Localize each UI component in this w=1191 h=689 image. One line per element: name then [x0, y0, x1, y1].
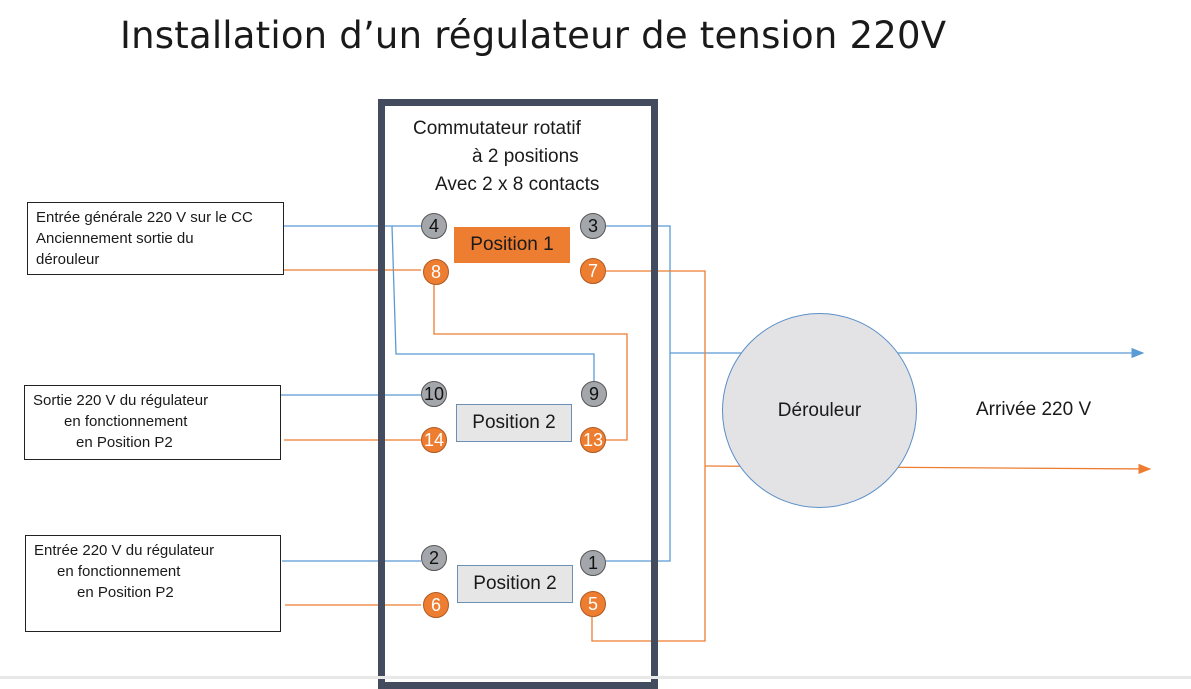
note-main-input: Entrée générale 220 V sur le CC Ancienne… — [27, 202, 284, 275]
wire-4-to-9 — [391, 225, 595, 381]
contact-5: 5 — [580, 591, 606, 617]
contact-3: 3 — [580, 213, 606, 239]
note-main-input-line: Anciennement sortie du — [36, 230, 194, 247]
derouleur-reel: Dérouleur — [722, 313, 917, 508]
contact-13: 13 — [580, 427, 606, 453]
switch-title-line: à 2 positions — [472, 146, 579, 167]
contact-8: 8 — [423, 259, 449, 285]
bottom-edge — [0, 676, 1191, 679]
switch-title-line: Avec 2 x 8 contacts — [435, 174, 600, 195]
note-regulator-input: Entrée 220 V du régulateur en fonctionne… — [25, 535, 281, 632]
note-regulator-input-line: Entrée 220 V du régulateur — [34, 542, 215, 559]
arrivee-220v-label: Arrivée 220 V — [976, 399, 1092, 420]
diagram-title: Installation d’un régulateur de tension … — [120, 14, 947, 57]
contact-14: 14 — [421, 427, 447, 453]
contact-4: 4 — [421, 213, 447, 239]
note-main-input-line: dérouleur — [36, 251, 100, 268]
note-regulator-output-line: en fonctionnement — [64, 413, 188, 430]
position-2-label: Position 2 — [457, 565, 573, 603]
switch-title-line: Commutateur rotatif — [413, 118, 581, 139]
contact-6: 6 — [423, 592, 449, 618]
note-regulator-output-line: en Position P2 — [76, 434, 173, 451]
note-regulator-output: Sortie 220 V du régulateur en fonctionne… — [24, 385, 281, 460]
contact-2: 2 — [421, 545, 447, 571]
contact-1: 1 — [580, 550, 606, 576]
note-main-input-line: Entrée générale 220 V sur le CC — [36, 209, 253, 226]
contact-9: 9 — [581, 381, 607, 407]
wire-7-5-bus — [591, 270, 706, 642]
position-1-label: Position 1 — [454, 227, 570, 263]
contact-10: 10 — [421, 381, 447, 407]
wire-3-1-bus — [606, 225, 671, 562]
switch-title: Commutateur rotatif à 2 positions Avec 2… — [402, 115, 632, 199]
contact-7: 7 — [580, 258, 606, 284]
wire-8-to-13 — [433, 285, 628, 441]
note-regulator-output-line: Sortie 220 V du régulateur — [33, 392, 209, 409]
note-regulator-input-line: en fonctionnement — [57, 563, 181, 580]
note-regulator-input-line: en Position P2 — [77, 584, 174, 601]
position-2-label: Position 2 — [456, 404, 572, 442]
